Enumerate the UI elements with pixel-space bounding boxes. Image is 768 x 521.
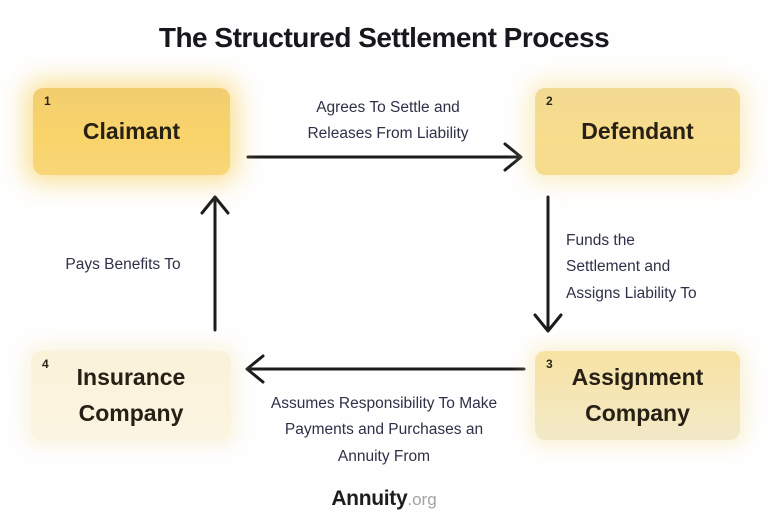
arrow-claimant-to-defendant: [246, 142, 523, 172]
node-claimant: 1 Claimant: [33, 88, 230, 175]
node-insurance-label: Insurance Company: [76, 363, 186, 426]
page-title: The Structured Settlement Process: [158, 22, 610, 53]
arrow-defendant-to-assignment: [533, 195, 563, 333]
node-defendant: 2 Defendant: [535, 88, 740, 175]
arrow-assignment-to-insurance: [245, 354, 526, 384]
node-insurance-company: 4 Insurance Company: [31, 351, 231, 440]
edge-label-line: Agrees To Settle and: [316, 99, 460, 116]
edge-label-assumes-responsibility: Assumes Responsibility To Make Payments …: [239, 391, 529, 470]
annuity-logo-suffix: .org: [407, 490, 437, 509]
edge-label-funds-the-settlement: Funds the Settlement and Assigns Liabili…: [566, 228, 736, 307]
footer-logo: Annuity.org: [0, 487, 768, 511]
edge-label-line: Payments and Purchases an: [284, 421, 484, 439]
node-claimant-number: 1: [44, 94, 51, 108]
edge-label-line: Funds the: [566, 232, 635, 249]
edge-label-line: Assumes Responsibility To Make: [270, 395, 498, 412]
node-defendant-number: 2: [546, 94, 553, 108]
edge-label-line: Settlement and: [566, 258, 671, 276]
node-insurance-number: 4: [42, 357, 49, 371]
node-assignment-label: Assignment Company: [571, 363, 704, 426]
node-assignment-company: 3 Assignment Company: [535, 351, 740, 440]
edge-label-line: Releases From Liability: [307, 125, 469, 143]
edge-label-agrees-to-settle: Agrees To Settle and Releases From Liabi…: [268, 95, 508, 148]
edge-label-pays-benefits-to: Pays Benefits To: [43, 252, 203, 278]
annuity-logo: Annuity: [331, 487, 407, 510]
node-assignment-number: 3: [546, 357, 553, 371]
edge-label-line: Annuity From: [337, 447, 431, 465]
edge-label-line: Assigns Liability To: [566, 284, 697, 302]
arrow-insurance-to-claimant: [200, 195, 230, 332]
node-defendant-label: Defendant: [581, 117, 694, 144]
edge-label-line: Pays Benefits To: [65, 256, 181, 273]
node-claimant-label: Claimant: [82, 117, 181, 144]
annuity-logo-text: Annuity: [331, 487, 408, 510]
